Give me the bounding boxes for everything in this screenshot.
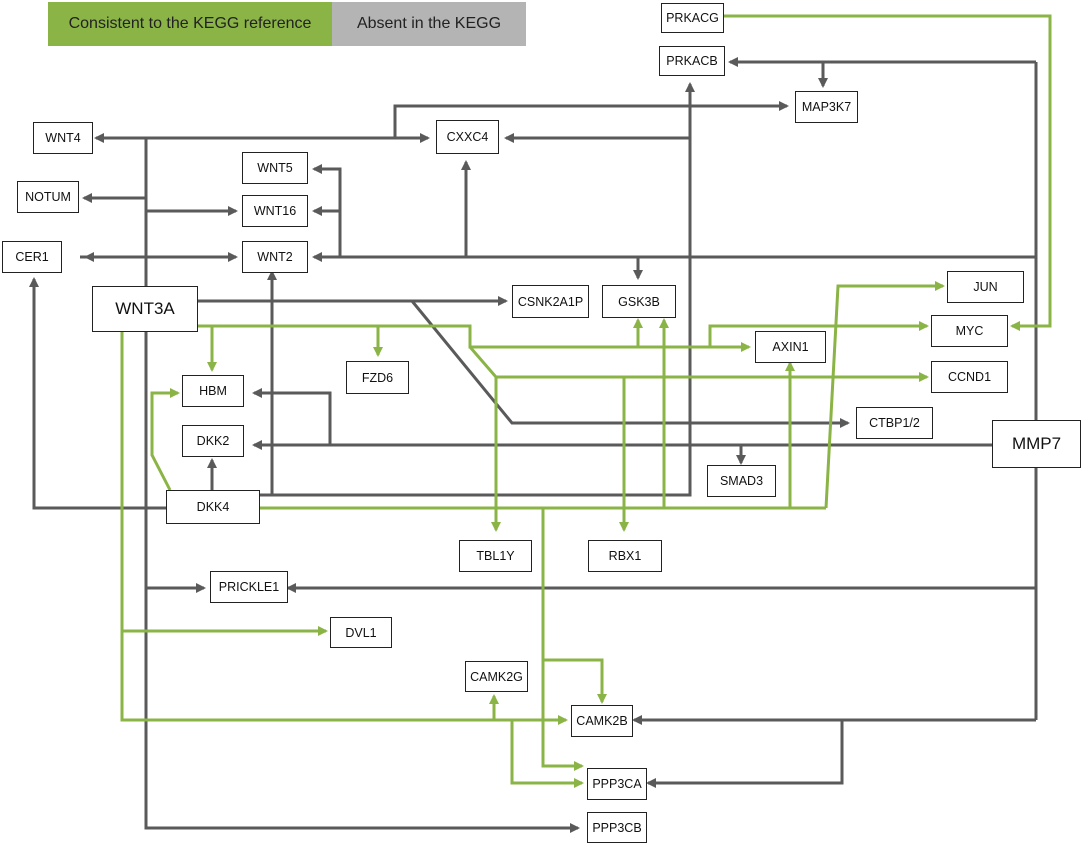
legend-absent-label: Absent in the KEGG <box>356 15 502 32</box>
node-myc-label: MYC <box>955 324 984 338</box>
edge-wnt3a-trunk <box>144 138 580 833</box>
node-camk2g-label: CAMK2G <box>470 669 523 684</box>
node-cer1[interactable]: CER1 <box>2 241 62 273</box>
node-prkacb[interactable]: PRKACB <box>659 46 725 76</box>
legend-consistent-label: Consistent to the KEGG reference <box>68 15 312 32</box>
node-prickle1[interactable]: PRICKLE1 <box>210 571 288 603</box>
node-wnt16[interactable]: WNT16 <box>242 195 308 227</box>
gray-edges <box>29 57 1038 833</box>
node-wnt4[interactable]: WNT4 <box>33 122 93 154</box>
node-ppp3cb[interactable]: PPP3CB <box>587 812 647 843</box>
edge-wnt3a-ctbp <box>410 300 850 428</box>
node-wnt5-label: WNT5 <box>257 161 293 175</box>
node-notum-label: NOTUM <box>25 190 71 204</box>
node-myc[interactable]: MYC <box>931 315 1008 347</box>
node-wnt2-label: WNT2 <box>257 250 293 264</box>
edge-to-hbm <box>252 388 332 445</box>
node-smad3[interactable]: SMAD3 <box>707 465 776 497</box>
node-smad3-label: SMAD3 <box>719 474 764 488</box>
edge-dkk4-prkacb <box>260 82 695 497</box>
node-prkacb-label: PRKACB <box>666 54 718 68</box>
edge-prkacg-myc <box>724 14 1052 331</box>
node-wnt5[interactable]: WNT5 <box>242 152 308 184</box>
node-wnt3a-label: WNT3A <box>115 299 175 318</box>
node-mmp7[interactable]: MMP7 <box>992 420 1081 468</box>
node-csnk2a1p-label: CSNK2A1P <box>517 294 584 309</box>
node-camk2g[interactable]: CAMK2G <box>465 661 528 692</box>
edge-to-ppp3ca-green <box>510 720 584 788</box>
node-cxxc4-label: CXXC4 <box>446 130 489 144</box>
node-tbl1y-label: TBL1Y <box>476 549 515 563</box>
node-notum[interactable]: NOTUM <box>17 181 79 213</box>
edge-to-camk2b-green <box>541 508 607 704</box>
node-camk2b[interactable]: CAMK2B <box>571 705 633 737</box>
node-fzd6-label: FZD6 <box>361 370 394 385</box>
node-wnt16-label: WNT16 <box>253 204 297 218</box>
edge-wnt3a-green-trunk <box>120 330 568 725</box>
node-rbx1[interactable]: RBX1 <box>588 540 662 572</box>
node-ccnd1[interactable]: CCND1 <box>931 361 1008 393</box>
node-wnt3a[interactable]: WNT3A <box>92 286 198 332</box>
node-dkk2-label: DKK2 <box>196 434 230 448</box>
edge-to-wnt5 <box>312 164 342 257</box>
node-jun-label: JUN <box>973 280 998 294</box>
node-gsk3b-label: GSK3B <box>618 294 660 309</box>
node-ccnd1-label: CCND1 <box>947 370 992 384</box>
node-hbm[interactable]: HBM <box>182 375 244 407</box>
node-dkk2[interactable]: DKK2 <box>182 425 244 457</box>
node-axin1[interactable]: AXIN1 <box>755 331 826 363</box>
node-fzd6[interactable]: FZD6 <box>346 361 409 394</box>
green-edges <box>120 14 1052 788</box>
node-map3k7[interactable]: MAP3K7 <box>795 91 858 123</box>
legend-absent: Absent in the KEGG <box>332 2 526 46</box>
edge-to-ppp3ca-green2 <box>541 660 584 771</box>
node-rbx1-label: RBX1 <box>608 549 642 563</box>
node-ppp3ca[interactable]: PPP3CA <box>587 768 647 800</box>
node-prkacg[interactable]: PRKACG <box>661 3 724 33</box>
edge-wnt3a-axin1 <box>198 324 751 352</box>
edge-to-jun <box>824 281 945 509</box>
legend-consistent: Consistent to the KEGG reference <box>48 2 332 46</box>
node-cxxc4[interactable]: CXXC4 <box>436 120 499 154</box>
node-dkk4[interactable]: DKK4 <box>166 490 260 524</box>
node-dvl1-label: DVL1 <box>345 625 377 640</box>
node-axin1-label: AXIN1 <box>772 340 809 354</box>
node-camk2b-label: CAMK2B <box>576 714 628 728</box>
node-mmp7-label: MMP7 <box>1011 434 1062 453</box>
node-ctbp12[interactable]: CTBP1/2 <box>856 407 933 439</box>
node-wnt4-label: WNT4 <box>45 131 81 145</box>
node-csnk2a1p[interactable]: CSNK2A1P <box>512 285 589 318</box>
edge-cxxc4-map3k7 <box>393 101 789 138</box>
node-wnt2[interactable]: WNT2 <box>242 241 308 273</box>
node-dkk4-label: DKK4 <box>196 500 230 514</box>
node-prkacg-label: PRKACG <box>666 11 719 25</box>
edge-to-myc <box>708 321 929 347</box>
edge-dkk4-hbm <box>150 388 180 491</box>
node-prickle1-label: PRICKLE1 <box>218 580 280 594</box>
node-gsk3b[interactable]: GSK3B <box>602 285 676 318</box>
node-ppp3cb-label: PPP3CB <box>592 820 642 835</box>
edge-to-ppp3ca <box>646 720 844 788</box>
node-ppp3ca-label: PPP3CA <box>592 777 642 791</box>
node-hbm-label: HBM <box>199 384 227 398</box>
node-ctbp12-label: CTBP1/2 <box>869 416 920 430</box>
node-dvl1[interactable]: DVL1 <box>330 617 392 648</box>
node-cer1-label: CER1 <box>15 250 49 264</box>
node-jun[interactable]: JUN <box>947 271 1024 303</box>
node-map3k7-label: MAP3K7 <box>801 100 852 114</box>
node-tbl1y[interactable]: TBL1Y <box>459 540 532 572</box>
